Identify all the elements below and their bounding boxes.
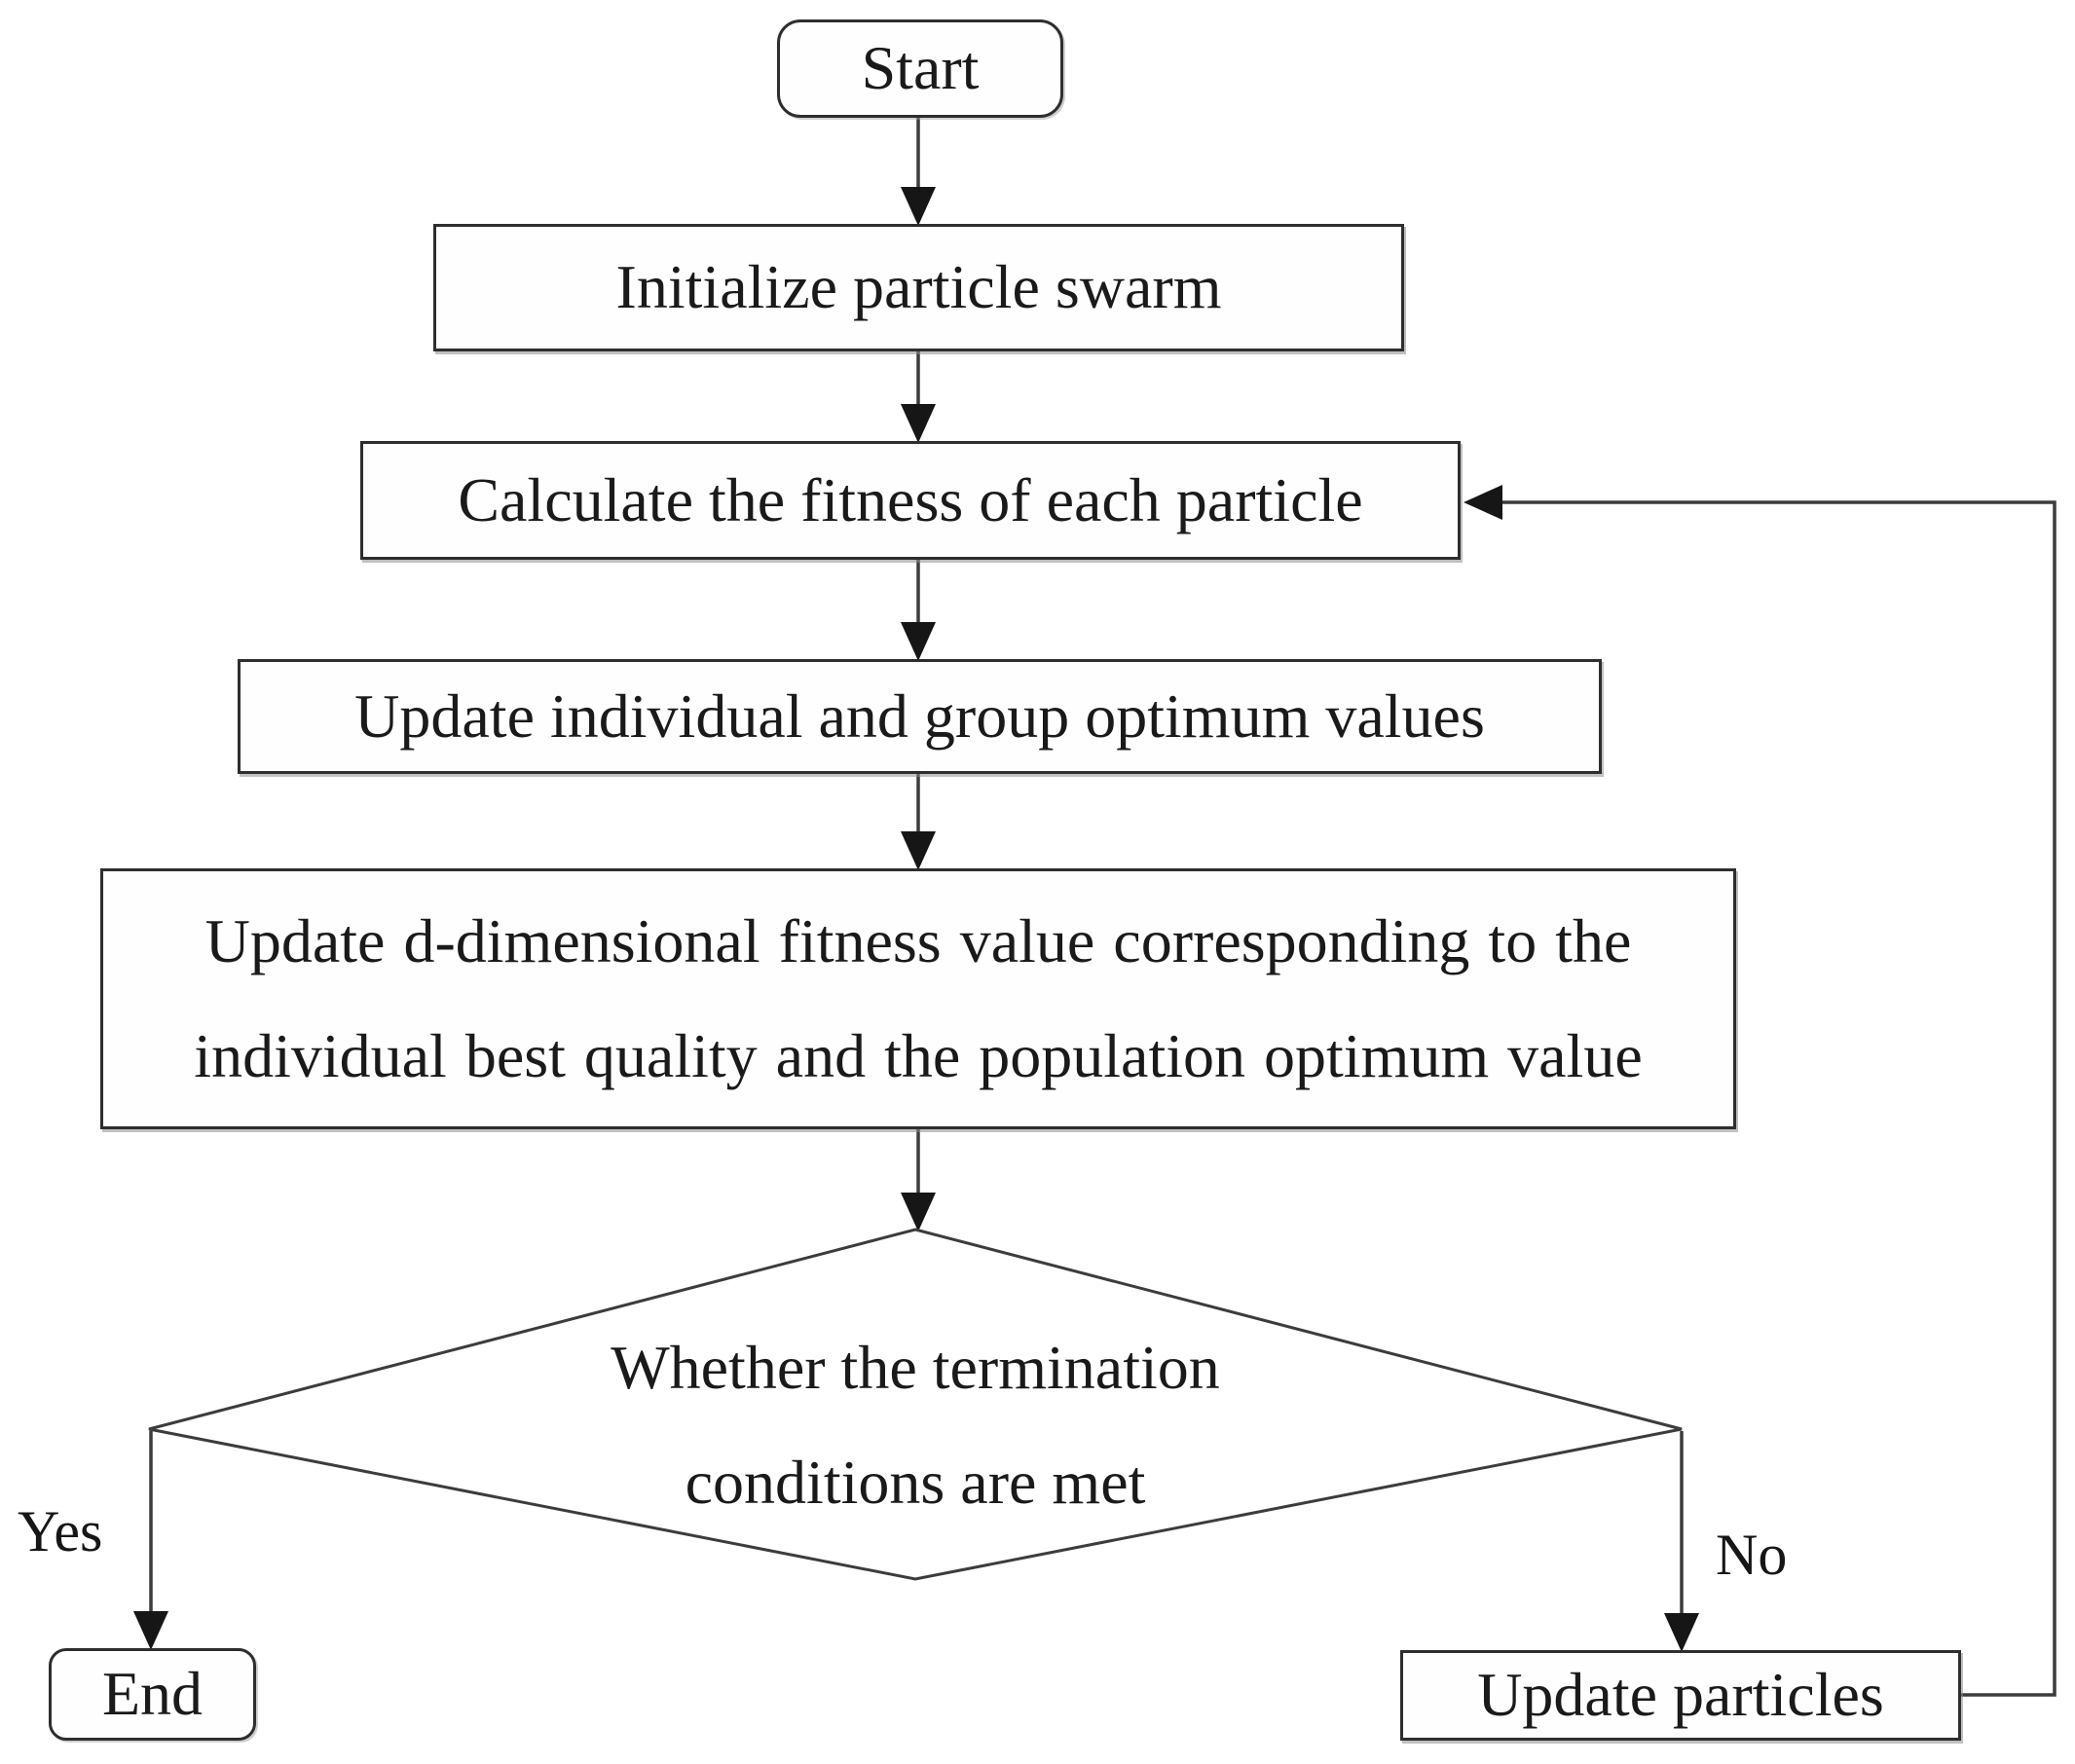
node-end-label: End bbox=[101, 1659, 204, 1729]
decision-termination-label: Whether the termination conditions are m… bbox=[331, 1310, 1500, 1540]
node-initialize-label: Initialize particle swarm bbox=[615, 252, 1222, 322]
decision-label-line2: conditions are met bbox=[685, 1448, 1146, 1517]
node-calculate-fitness: Calculate the fitness of each particle bbox=[360, 441, 1461, 560]
arrowhead-updateopt-updated bbox=[901, 831, 936, 870]
node-update-d-line2: individual best quality and the populati… bbox=[194, 1021, 1643, 1090]
node-start-label: Start bbox=[861, 33, 980, 103]
node-calculate-fitness-label: Calculate the fitness of each particle bbox=[458, 464, 1363, 534]
node-update-optimum-values: Update individual and group optimum valu… bbox=[238, 659, 1602, 774]
node-update-d-dimensional-fitness: Update d-dimensional fitness value corre… bbox=[100, 868, 1736, 1129]
arrowhead-decision-updateparticles bbox=[1664, 1613, 1699, 1652]
arrowhead-calculate-updateopt bbox=[901, 622, 936, 661]
node-initialize-particle-swarm: Initialize particle swarm bbox=[433, 224, 1404, 351]
arrowhead-start-initialize bbox=[901, 187, 936, 226]
node-update-particles: Update particles bbox=[1400, 1650, 1961, 1741]
edge-label-no: No bbox=[1716, 1523, 1788, 1587]
node-start: Start bbox=[777, 19, 1063, 118]
decision-label-line1: Whether the termination bbox=[611, 1333, 1220, 1402]
arrowhead-decision-end bbox=[133, 1611, 168, 1650]
arrowhead-updated-decision bbox=[901, 1193, 936, 1231]
node-end: End bbox=[49, 1648, 256, 1741]
arrowhead-loop-calculate bbox=[1464, 485, 1502, 520]
node-update-optimum-label: Update individual and group optimum valu… bbox=[354, 680, 1485, 751]
node-update-particles-label: Update particles bbox=[1477, 1660, 1884, 1730]
edge-label-yes: Yes bbox=[18, 1499, 103, 1563]
edge-updateparticles-calculate-loop bbox=[1500, 500, 2056, 1697]
arrowhead-initialize-calculate bbox=[901, 404, 936, 443]
decision-diamond bbox=[148, 1228, 1683, 1581]
node-update-d-line1: Update d-dimensional fitness value corre… bbox=[204, 906, 1632, 975]
